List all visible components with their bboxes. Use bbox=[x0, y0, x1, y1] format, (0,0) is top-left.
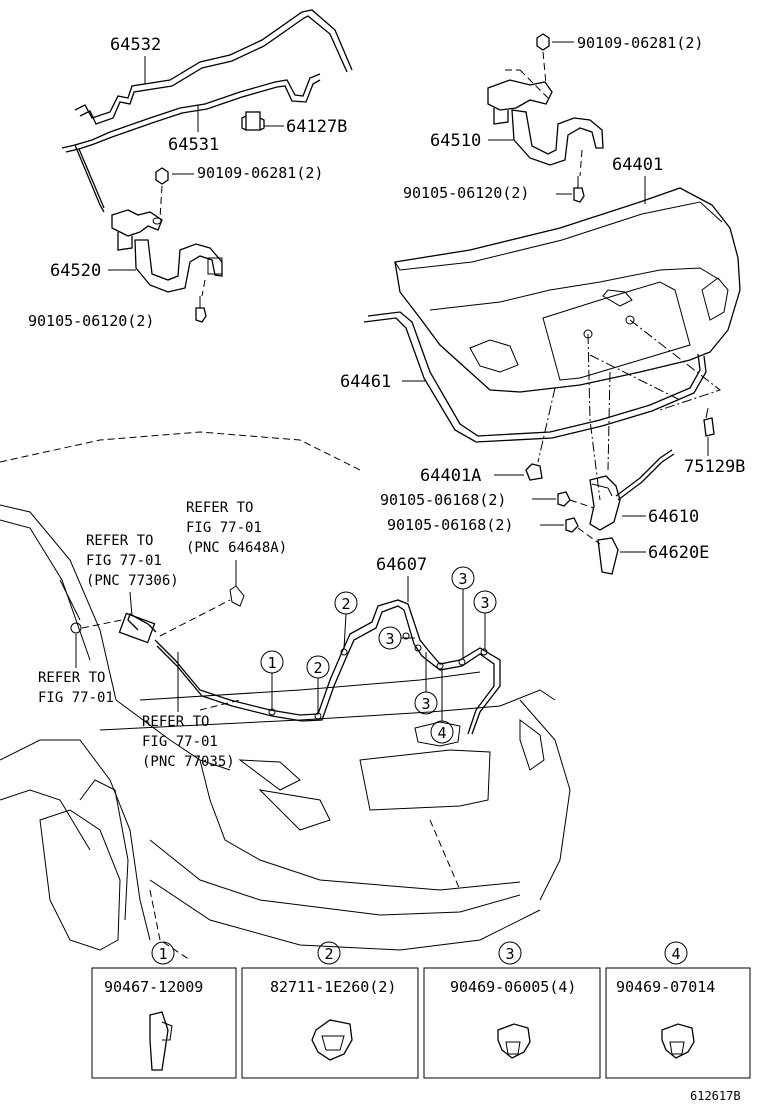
label-90105-06168-a: 90105-06168(2) bbox=[380, 491, 506, 509]
label-64607: 64607 bbox=[376, 555, 427, 575]
label-64620e: 64620E bbox=[648, 543, 709, 563]
refer-note-77035: REFER TO FIG 77-01 (PNC 77035) bbox=[142, 652, 235, 770]
assembly-guides bbox=[537, 319, 722, 501]
harness-callouts: 1 2 2 3 3 3 3 bbox=[260, 566, 497, 744]
svg-text:2: 2 bbox=[324, 945, 333, 963]
svg-text:FIG 77-01: FIG 77-01 bbox=[186, 520, 262, 536]
hinge-64510 bbox=[487, 69, 604, 166]
label-64531: 64531 bbox=[168, 135, 219, 155]
cushion-75129b bbox=[703, 417, 715, 437]
svg-text:(PNC 64648A): (PNC 64648A) bbox=[186, 540, 287, 556]
svg-text:3: 3 bbox=[480, 594, 489, 612]
figure-id: 612617B bbox=[690, 1089, 741, 1103]
svg-text:3: 3 bbox=[421, 695, 430, 713]
callout-4: 4 bbox=[430, 669, 454, 744]
label-90105-06168-b: 90105-06168(2) bbox=[387, 516, 513, 534]
label-90109-06281-left: 90109-06281(2) bbox=[197, 164, 323, 182]
svg-text:3: 3 bbox=[505, 945, 514, 963]
svg-text:1: 1 bbox=[158, 945, 167, 963]
striker-64620e bbox=[597, 537, 619, 575]
stopper-64401a bbox=[525, 463, 543, 481]
bolt-90105-06168-a bbox=[557, 491, 595, 509]
svg-text:4: 4 bbox=[671, 945, 680, 963]
svg-text:REFER TO: REFER TO bbox=[38, 670, 105, 686]
svg-text:82711-1E260(2): 82711-1E260(2) bbox=[270, 978, 396, 996]
legend-item-4: 4 90469-07014 bbox=[605, 941, 751, 1079]
svg-text:(PNC 77035): (PNC 77035) bbox=[142, 754, 235, 770]
label-64401: 64401 bbox=[612, 155, 663, 175]
clip-64127b bbox=[241, 111, 265, 131]
callout-3a: 3 bbox=[378, 626, 415, 650]
label-64401a: 64401A bbox=[420, 466, 481, 486]
bolt-90105-06168-b bbox=[565, 517, 601, 545]
bolt-90109-06281-right bbox=[536, 33, 550, 85]
label-64610: 64610 bbox=[648, 507, 699, 527]
legend-item-1: 1 90467-12009 bbox=[91, 941, 237, 1079]
svg-text:90469-06005(4): 90469-06005(4) bbox=[450, 978, 576, 996]
torsion-bar-64531 bbox=[61, 73, 321, 213]
label-75129b: 75129B bbox=[684, 457, 745, 477]
refer-note-fig-77-01: REFER TO FIG 77-01 bbox=[38, 634, 114, 706]
bolt-90105-06120-left bbox=[195, 279, 207, 323]
svg-text:REFER TO: REFER TO bbox=[142, 714, 209, 730]
torsion-bar-64532 bbox=[74, 9, 353, 125]
legend-item-2: 2 82711-1E260(2) bbox=[241, 941, 419, 1079]
trunk-lid-64401 bbox=[394, 187, 741, 393]
svg-text:90467-12009: 90467-12009 bbox=[104, 978, 203, 996]
car-body bbox=[0, 431, 571, 961]
label-90105-06120-right: 90105-06120(2) bbox=[403, 184, 529, 202]
hinge-64520 bbox=[111, 209, 223, 293]
lock-64610 bbox=[589, 449, 675, 531]
svg-text:4: 4 bbox=[437, 724, 446, 742]
label-64461: 64461 bbox=[340, 372, 391, 392]
label-64510: 64510 bbox=[430, 131, 481, 151]
svg-text:REFER TO: REFER TO bbox=[86, 533, 153, 549]
label-64127b: 64127B bbox=[286, 117, 347, 137]
callout-3d: 3 bbox=[414, 652, 438, 715]
callout-3b: 3 bbox=[451, 566, 475, 659]
svg-text:3: 3 bbox=[385, 630, 394, 648]
bolt-90109-06281-left bbox=[155, 167, 169, 219]
legend-item-3: 3 90469-06005(4) bbox=[423, 941, 601, 1079]
svg-text:FIG 77-01: FIG 77-01 bbox=[38, 690, 114, 706]
svg-text:2: 2 bbox=[313, 659, 322, 677]
callout-2b: 2 bbox=[334, 591, 358, 650]
reference-notes: REFER TO FIG 77-01 (PNC 64648A) REFER TO… bbox=[38, 500, 287, 770]
bolt-90105-06120-right bbox=[573, 149, 585, 203]
clip-legend: 1 90467-12009 2 82711-1E260(2) 3 90469-0… bbox=[91, 941, 751, 1079]
label-90109-06281-right: 90109-06281(2) bbox=[577, 34, 703, 52]
svg-text:90469-07014: 90469-07014 bbox=[616, 978, 715, 996]
part-labels: 64532 64531 64127B 90109-06281(2) 64520 … bbox=[28, 34, 745, 602]
callout-3c: 3 bbox=[473, 590, 497, 649]
svg-text:3: 3 bbox=[458, 570, 467, 588]
wire-harness-64607 bbox=[70, 585, 501, 735]
svg-text:2: 2 bbox=[341, 595, 350, 613]
label-90105-06120-left: 90105-06120(2) bbox=[28, 312, 154, 330]
callout-2a: 2 bbox=[306, 655, 330, 713]
svg-text:1: 1 bbox=[267, 654, 276, 672]
svg-text:FIG 77-01: FIG 77-01 bbox=[142, 734, 218, 750]
weatherstrip-64461 bbox=[363, 311, 707, 443]
svg-text:(PNC 77306): (PNC 77306) bbox=[86, 573, 179, 589]
refer-note-64648a: REFER TO FIG 77-01 (PNC 64648A) bbox=[186, 500, 287, 586]
callout-1: 1 bbox=[260, 650, 284, 709]
svg-text:FIG 77-01: FIG 77-01 bbox=[86, 553, 162, 569]
label-64520: 64520 bbox=[50, 261, 101, 281]
svg-text:REFER TO: REFER TO bbox=[186, 500, 253, 516]
refer-note-77306: REFER TO FIG 77-01 (PNC 77306) bbox=[86, 533, 179, 617]
label-64532: 64532 bbox=[110, 35, 161, 55]
